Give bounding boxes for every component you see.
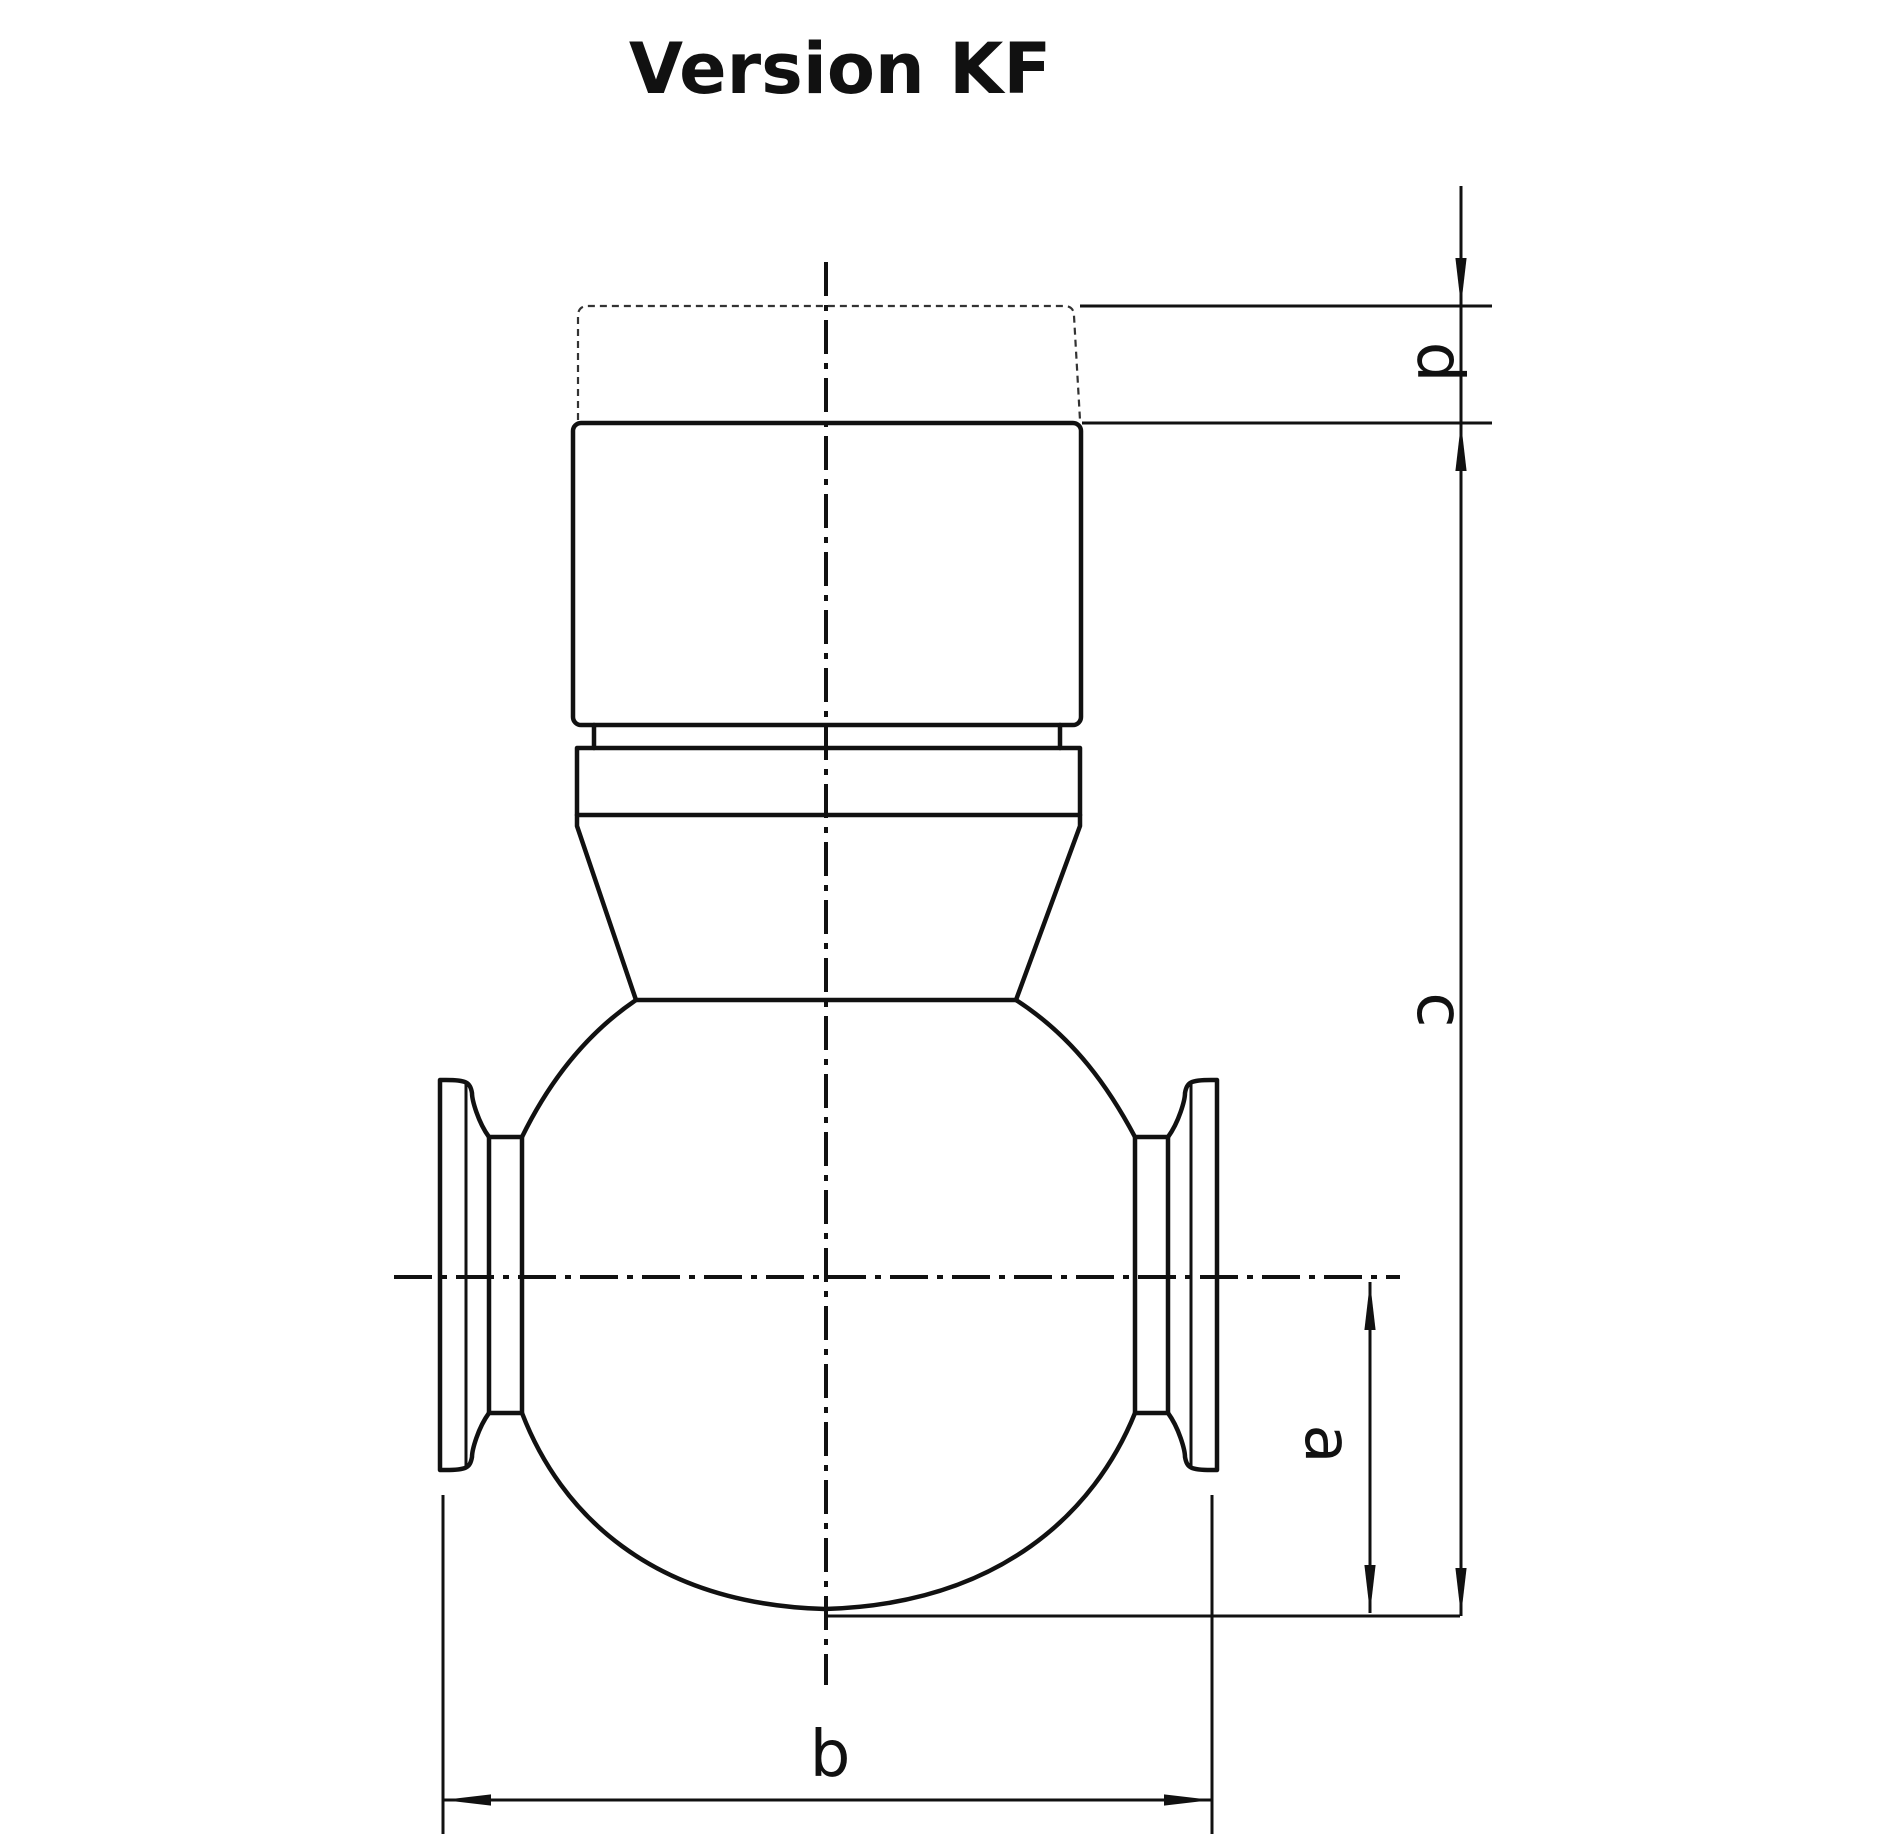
dimension-label-b: b (810, 1718, 851, 1792)
housing-groove (591, 722, 1063, 751)
dimension-label-c: c (1402, 992, 1476, 1027)
left-flange (437, 1077, 492, 1473)
spherical-body (519, 997, 1138, 1612)
collar-band (574, 745, 1083, 818)
diagram-title: Version KF (628, 28, 1052, 110)
dimension-label-d: d (1402, 342, 1476, 383)
optional-cover-outline (576, 304, 1082, 421)
conical-neck (574, 812, 1083, 1003)
dimension-label-a: a (1290, 1424, 1364, 1463)
